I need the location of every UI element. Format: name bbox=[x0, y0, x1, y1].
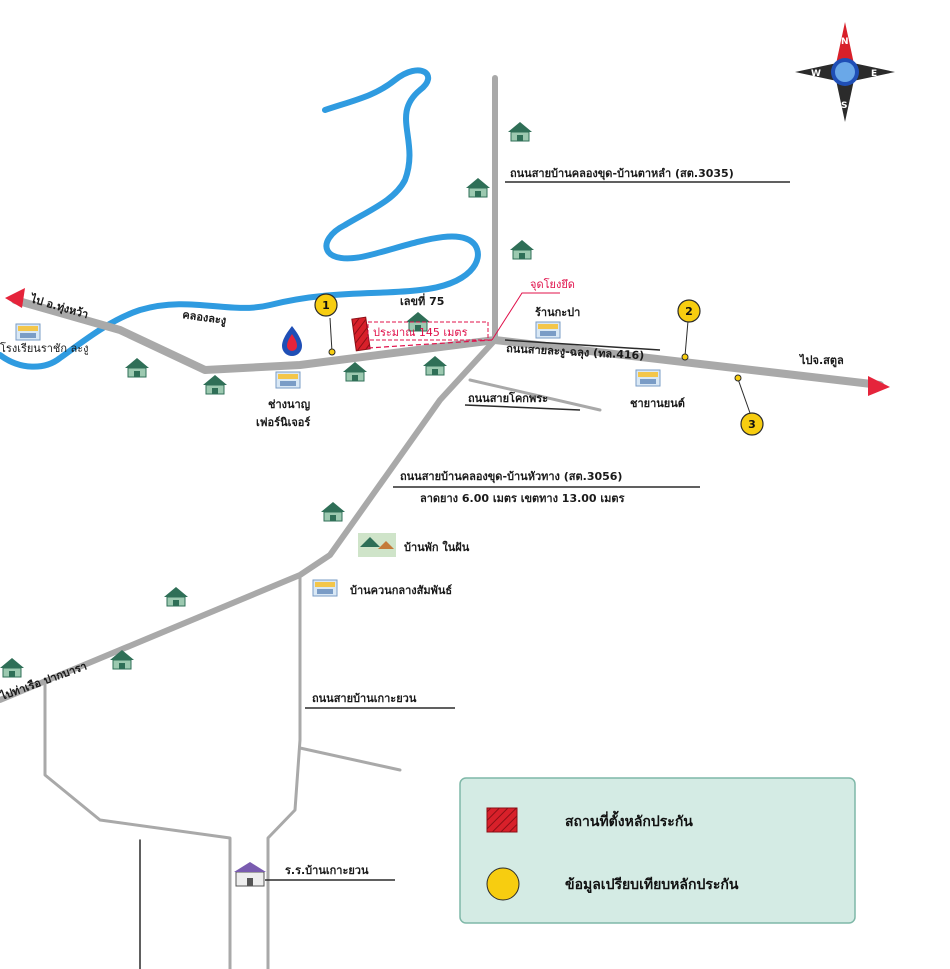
marker-2-number: 2 bbox=[685, 305, 693, 318]
to-thung-wa-label: ไป อ.ทุ่งหว้า bbox=[27, 291, 90, 322]
gas-station-icon bbox=[282, 326, 302, 356]
legend-red-hatch-symbol bbox=[486, 807, 518, 833]
school-left-label: โรงเรียนราชัก ละงู bbox=[0, 341, 89, 355]
school-ko-yuan-label: ร.ร.บ้านเกาะยวน bbox=[285, 864, 369, 877]
road-3035-label: ถนนสายบ้านคลองขุด-บ้านตาหลำ (สต.3035) bbox=[510, 167, 734, 181]
arrow-to-thung-wa-icon bbox=[5, 288, 25, 308]
kuan-klang-label: บ้านควนกลางสัมพันธ์ bbox=[350, 584, 452, 597]
number-75-label: เลขที่ 75 bbox=[400, 293, 444, 308]
collateral-point-label: จุดโยงยึด bbox=[530, 277, 575, 291]
school-building-icon bbox=[15, 323, 41, 341]
shop-kapa-icon bbox=[535, 321, 561, 339]
legend: สถานที่ตั้งหลักประกัน ข้อมูลเปรียบเทียบห… bbox=[459, 777, 856, 924]
compass-n: N bbox=[841, 37, 849, 47]
marker-3-number: 3 bbox=[748, 418, 756, 431]
marker-2[interactable]: 2 bbox=[677, 299, 701, 361]
collateral-location-marker[interactable] bbox=[351, 316, 371, 352]
compass-rose-icon: N S E W bbox=[795, 22, 895, 122]
road-khok-phrai-label: ถนนสายโคกพระ bbox=[468, 391, 548, 405]
resort-label: บ้านพัก ในฝัน bbox=[404, 540, 470, 554]
compass-w: W bbox=[811, 69, 821, 79]
shop-kapa-label: ร้านกะปา bbox=[535, 306, 580, 319]
compass-s: S bbox=[841, 101, 847, 111]
furniture-shop-icon bbox=[275, 371, 301, 389]
to-satun-label: ไปจ.สตูล bbox=[798, 353, 844, 368]
road-width-label: ลาดยาง 6.00 เมตร เขตทาง 13.00 เมตร bbox=[420, 492, 625, 505]
compass-e: E bbox=[871, 69, 877, 79]
canal-river bbox=[0, 67, 481, 370]
marker-1[interactable]: 1 bbox=[314, 293, 338, 356]
furniture-label-2: เฟอร์นิเจอร์ bbox=[256, 416, 310, 429]
legend-item-2-label: ข้อมูลเปรียบเทียบหลักประกัน bbox=[565, 877, 739, 893]
arrow-to-satun-icon bbox=[868, 376, 890, 396]
furniture-label-1: ช่างนาญ bbox=[268, 398, 310, 411]
distance-callout-box bbox=[367, 321, 489, 341]
marker-3[interactable]: 3 bbox=[734, 374, 764, 436]
resort-icon bbox=[358, 533, 396, 557]
car-dealer-label: ชายานยนต์ bbox=[630, 397, 685, 410]
legend-yellow-circle-symbol bbox=[486, 867, 520, 901]
road-416-label: ถนนสายละงู-ฉลุง (ทล.416) bbox=[506, 342, 645, 363]
road-3056-label: ถนนสายบ้านคลองขุด-บ้านหัวทาง (สต.3056) bbox=[400, 470, 622, 484]
school-ko-yuan-icon bbox=[234, 862, 266, 887]
legend-item-1-label: สถานที่ตั้งหลักประกัน bbox=[565, 810, 693, 830]
kuan-klang-icon bbox=[312, 579, 338, 597]
distance-label: ประมาณ 145 เมตร bbox=[373, 326, 468, 339]
canal-label: คลองละงู bbox=[181, 308, 227, 328]
marker-1-number: 1 bbox=[322, 299, 330, 312]
car-dealer-icon bbox=[635, 369, 661, 387]
house-icons bbox=[0, 121, 535, 678]
road-ko-yuan-label: ถนนสายบ้านเกาะยวน bbox=[312, 692, 417, 705]
roads bbox=[0, 75, 884, 969]
